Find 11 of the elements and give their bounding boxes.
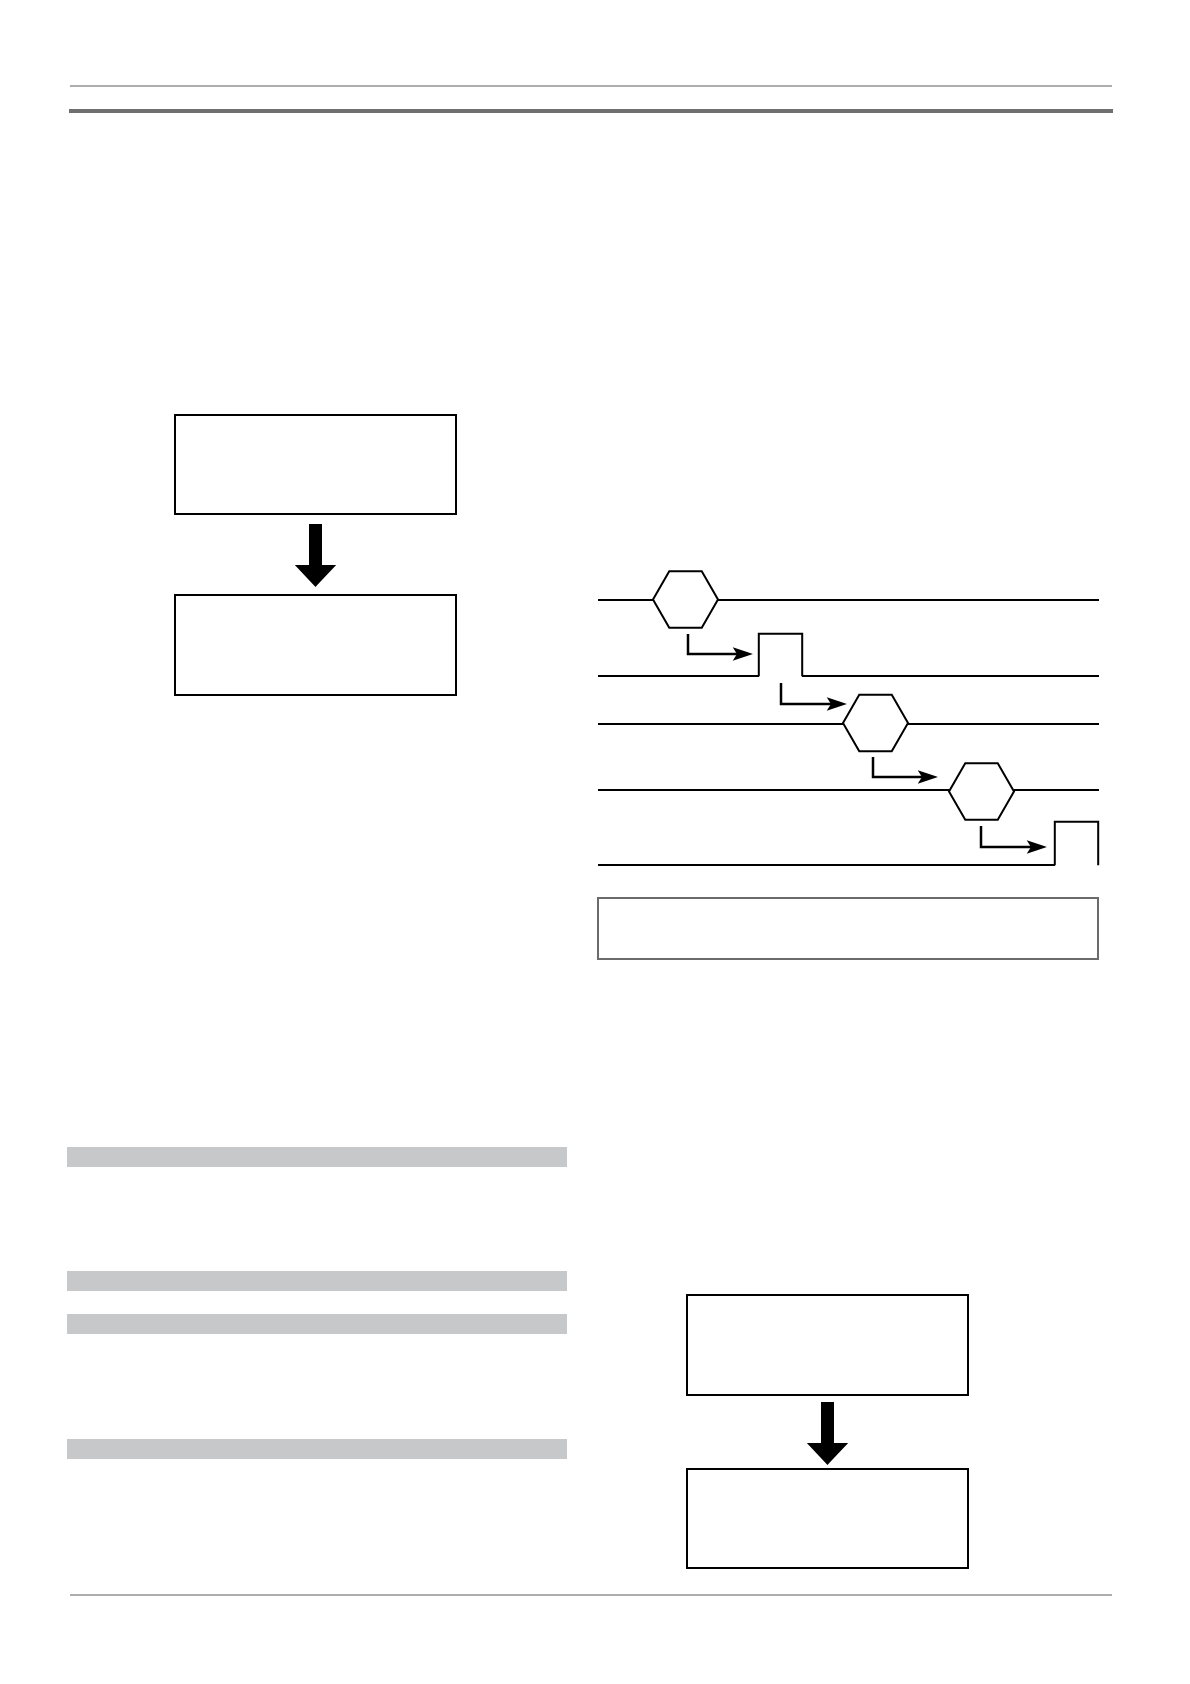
heading-band (67, 1439, 567, 1459)
heading-band (67, 1147, 567, 1167)
flow-box (174, 414, 457, 515)
flow-box (686, 1294, 969, 1396)
note-box (597, 897, 1099, 960)
pulse-symbol (1053, 820, 1100, 867)
heading-band (67, 1314, 567, 1334)
pulse-symbol (757, 632, 804, 678)
heading-band (67, 1271, 567, 1291)
flow-box (686, 1468, 969, 1569)
flow-box (174, 594, 457, 696)
